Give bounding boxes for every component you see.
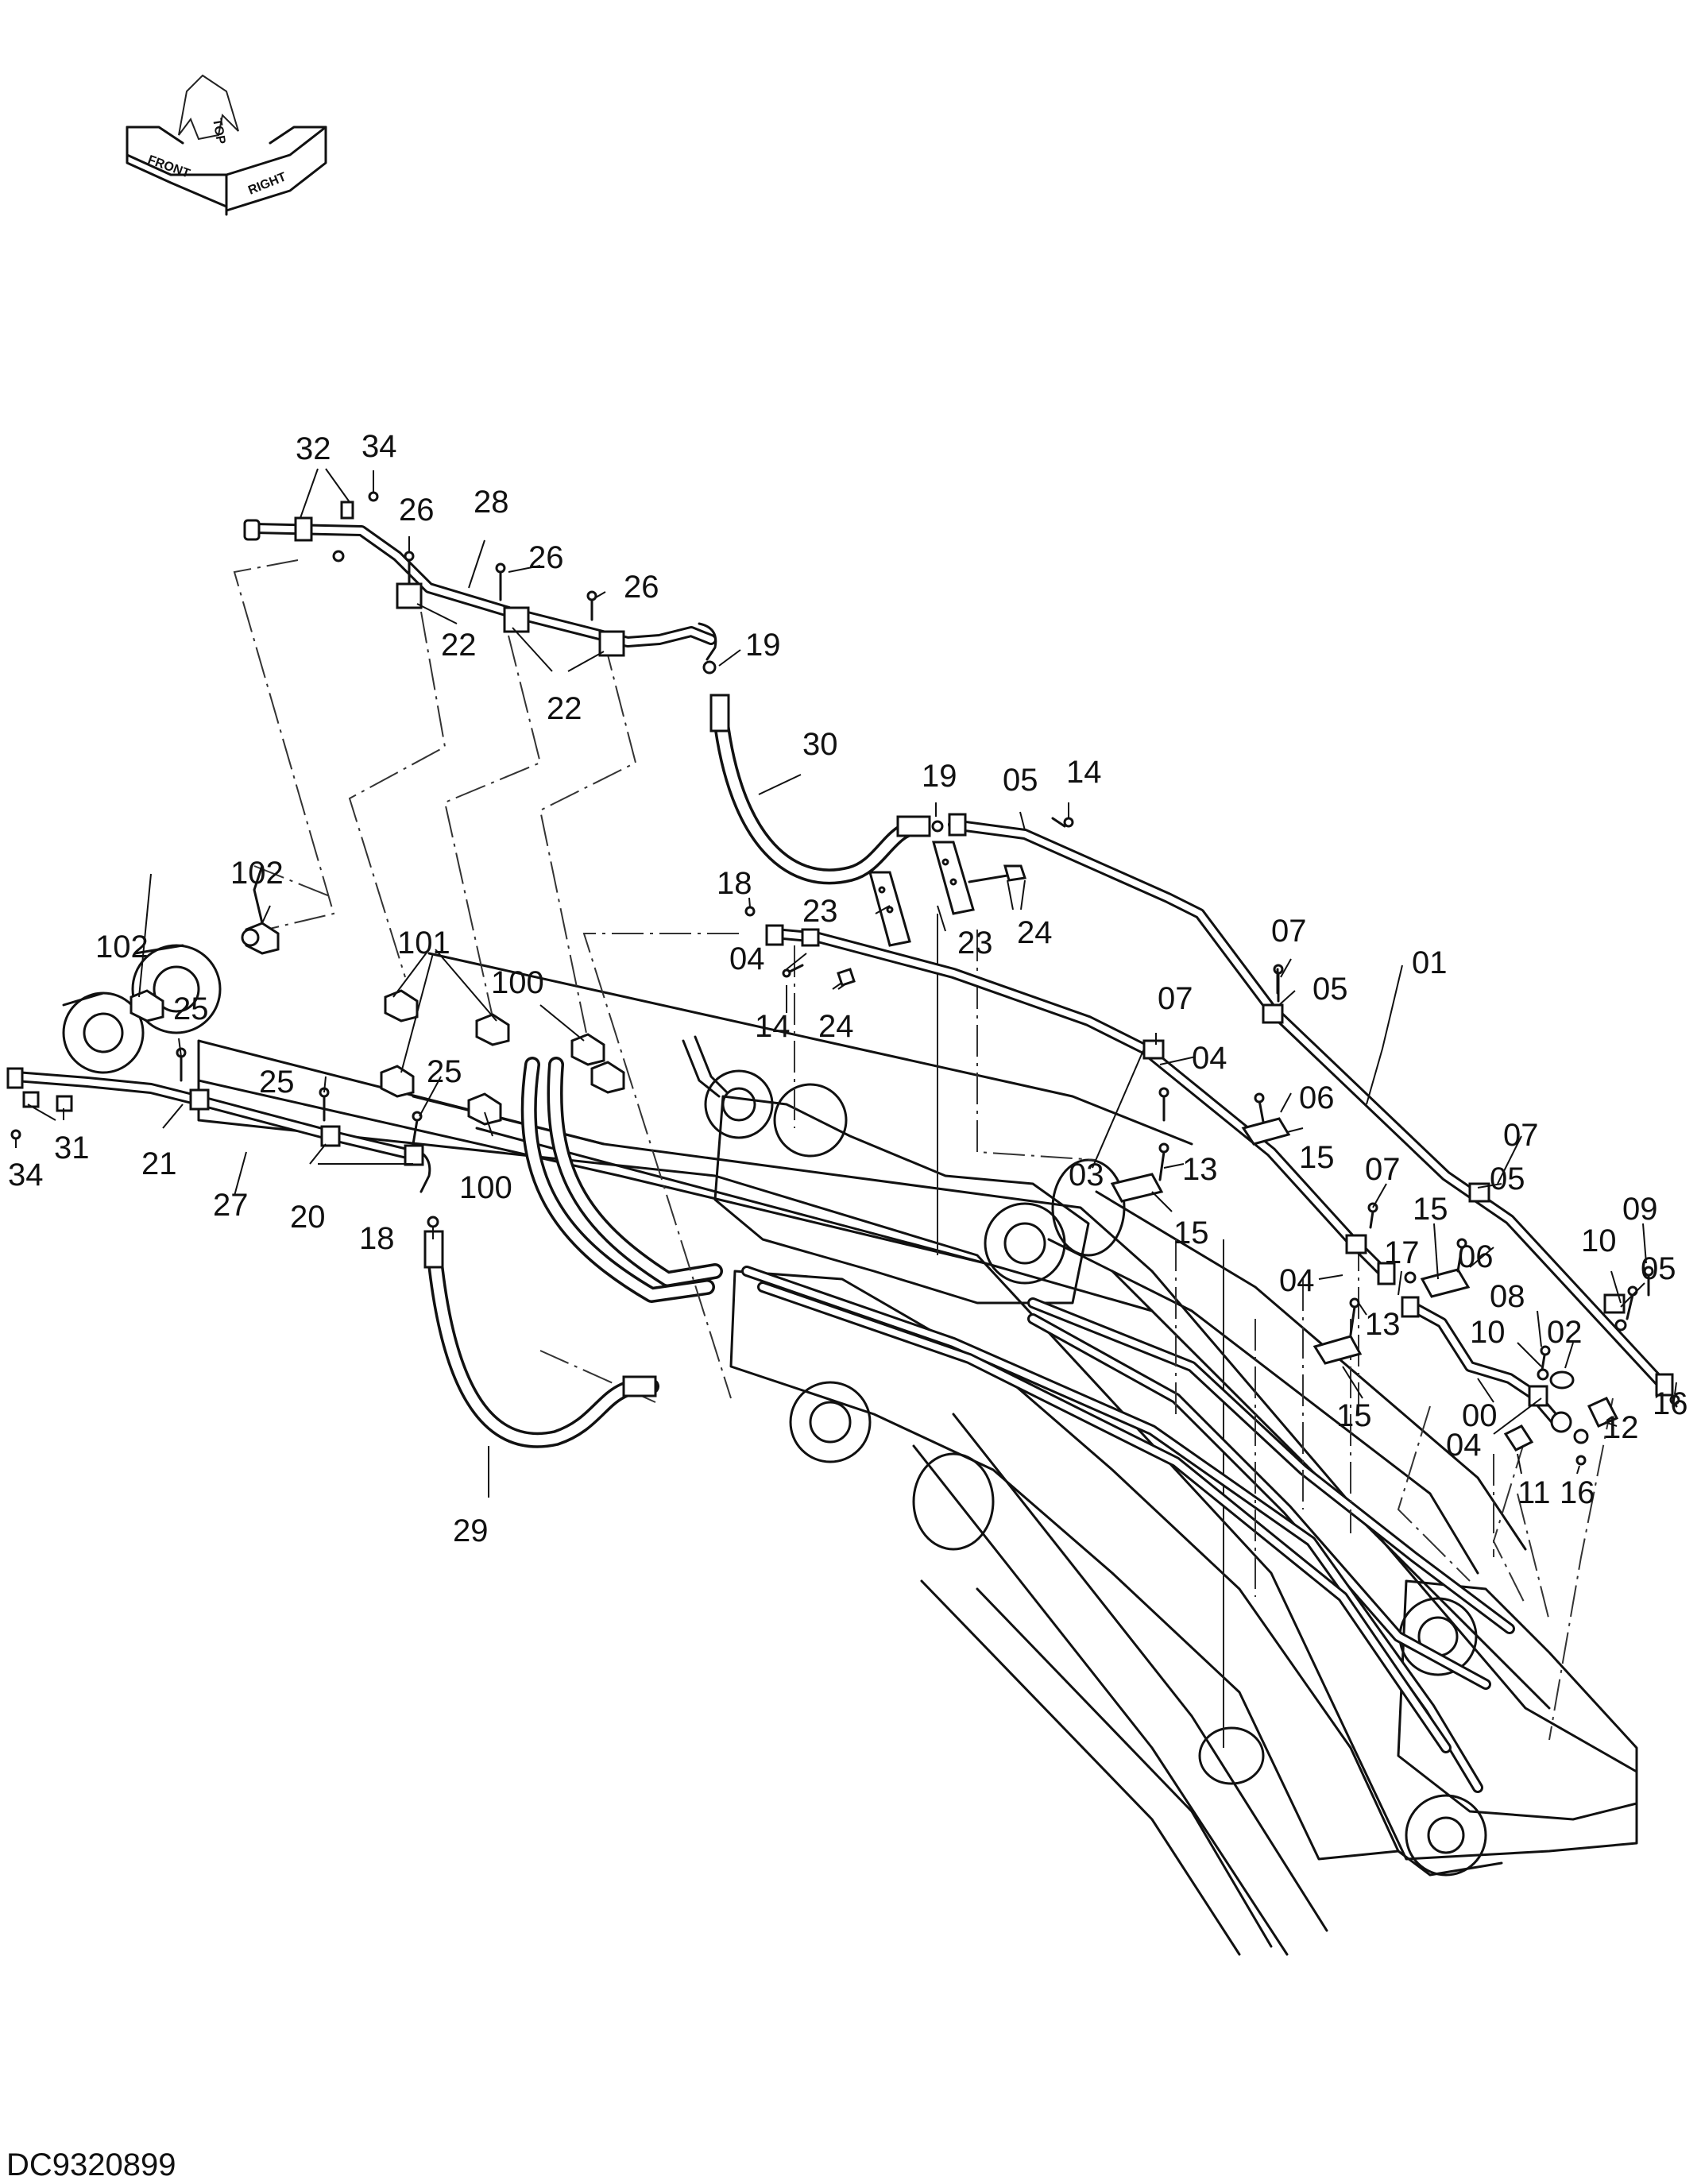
- part-label-102-b: 102: [95, 930, 149, 964]
- part-label-29: 29: [453, 1513, 489, 1548]
- part-label-34-top: 34: [361, 429, 397, 464]
- part-label-06-b: 06: [1458, 1239, 1494, 1274]
- part-label-16-a: 16: [1653, 1386, 1688, 1421]
- part-label-02: 02: [1547, 1315, 1583, 1350]
- pipe-00-assembly: [1401, 1266, 1680, 1466]
- part-label-19-b: 19: [922, 759, 957, 794]
- part-label-21: 21: [141, 1146, 177, 1181]
- part-label-07-c: 07: [1365, 1152, 1401, 1187]
- part-label-05-d: 05: [1641, 1251, 1676, 1286]
- part-label-04-c: 04: [1279, 1263, 1315, 1298]
- part-label-05-a: 05: [1003, 763, 1038, 798]
- orientation-front-label: FRONT: [146, 153, 192, 181]
- part-label-05-c: 05: [1490, 1162, 1525, 1196]
- part-label-04-a: 04: [729, 941, 765, 976]
- part-label-20: 20: [290, 1200, 326, 1235]
- part-label-19-a: 19: [745, 628, 781, 663]
- part-label-23-b: 23: [957, 926, 993, 961]
- leader-lines: [15, 468, 1677, 1498]
- part-label-07-a: 07: [1271, 914, 1307, 949]
- part-label-05-b: 05: [1312, 972, 1348, 1007]
- part-label-28: 28: [474, 485, 509, 520]
- part-label-11: 11: [1517, 1475, 1551, 1510]
- part-label-12: 12: [1603, 1410, 1639, 1445]
- drawing-code: DC9320899: [6, 2147, 176, 2182]
- pipe-03: [765, 924, 1396, 1285]
- hose-29: [423, 1230, 659, 1448]
- part-label-26-a: 26: [399, 493, 435, 528]
- pipe-28-assembly: [243, 491, 717, 675]
- part-label-04-b: 04: [1192, 1041, 1227, 1076]
- part-label-10-b: 10: [1470, 1315, 1506, 1350]
- part-label-07-b: 07: [1158, 981, 1193, 1016]
- pipe-27-assembly: [6, 1047, 439, 1228]
- part-label-14-b: 14: [755, 1009, 791, 1044]
- part-label-31: 31: [54, 1131, 90, 1165]
- part-label-34-left: 34: [8, 1158, 44, 1193]
- part-label-32: 32: [296, 431, 331, 466]
- part-label-25-b: 25: [259, 1065, 295, 1100]
- part-label-10-a: 10: [1581, 1223, 1617, 1258]
- part-label-09: 09: [1622, 1192, 1658, 1227]
- part-label-23-a: 23: [802, 894, 838, 929]
- part-label-01: 01: [1412, 945, 1448, 980]
- part-label-15-d: 15: [1336, 1398, 1372, 1433]
- part-label-22-a: 22: [441, 628, 477, 663]
- part-label-13-a: 13: [1182, 1152, 1218, 1187]
- part-label-18-a: 18: [717, 866, 752, 901]
- part-label-16-b: 16: [1560, 1475, 1595, 1510]
- part-label-13-b: 13: [1365, 1307, 1401, 1342]
- part-label-17: 17: [1384, 1235, 1420, 1270]
- reference-chain-lines: [233, 559, 1614, 1741]
- part-label-26-b: 26: [528, 540, 564, 575]
- clamp-plates-23: [744, 841, 1026, 987]
- hose-30: [709, 694, 944, 885]
- orientation-symbol: FRONT RIGHT TOP: [126, 74, 327, 216]
- part-label-25-a: 25: [173, 991, 209, 1026]
- part-label-18-b: 18: [359, 1221, 395, 1256]
- part-label-03: 03: [1069, 1158, 1104, 1193]
- part-label-22-b: 22: [547, 691, 582, 726]
- part-label-24-b: 24: [818, 1009, 854, 1044]
- boom-pipe-routing: [520, 1035, 1515, 1793]
- part-number-labels: 32 34 26 28 26 26 22 22 19 30 19 05 14 1…: [8, 429, 1688, 1548]
- part-label-102-a: 102: [230, 856, 284, 891]
- part-label-25-c: 25: [427, 1054, 462, 1089]
- part-label-15-b: 15: [1173, 1216, 1209, 1250]
- part-label-100-b: 100: [459, 1170, 512, 1205]
- part-label-00: 00: [1462, 1398, 1498, 1433]
- part-label-08: 08: [1490, 1279, 1525, 1314]
- part-label-24-a: 24: [1017, 915, 1053, 950]
- part-label-15-c: 15: [1413, 1192, 1448, 1227]
- part-label-101: 101: [397, 926, 450, 961]
- part-label-06-a: 06: [1299, 1080, 1335, 1115]
- part-label-04-d: 04: [1446, 1428, 1482, 1463]
- orientation-top-label: TOP: [210, 118, 227, 145]
- boom-structure: [62, 914, 1638, 1956]
- pads-15: [1110, 968, 1471, 1365]
- part-label-07-d: 07: [1503, 1118, 1539, 1153]
- part-label-100-a: 100: [491, 965, 544, 1000]
- part-label-27: 27: [213, 1188, 249, 1223]
- part-label-26-c: 26: [624, 570, 659, 605]
- part-label-14-a: 14: [1066, 755, 1102, 790]
- clamp-blocks-100-101-102: [130, 864, 625, 1126]
- part-label-15-a: 15: [1299, 1140, 1335, 1175]
- part-label-30: 30: [802, 727, 838, 762]
